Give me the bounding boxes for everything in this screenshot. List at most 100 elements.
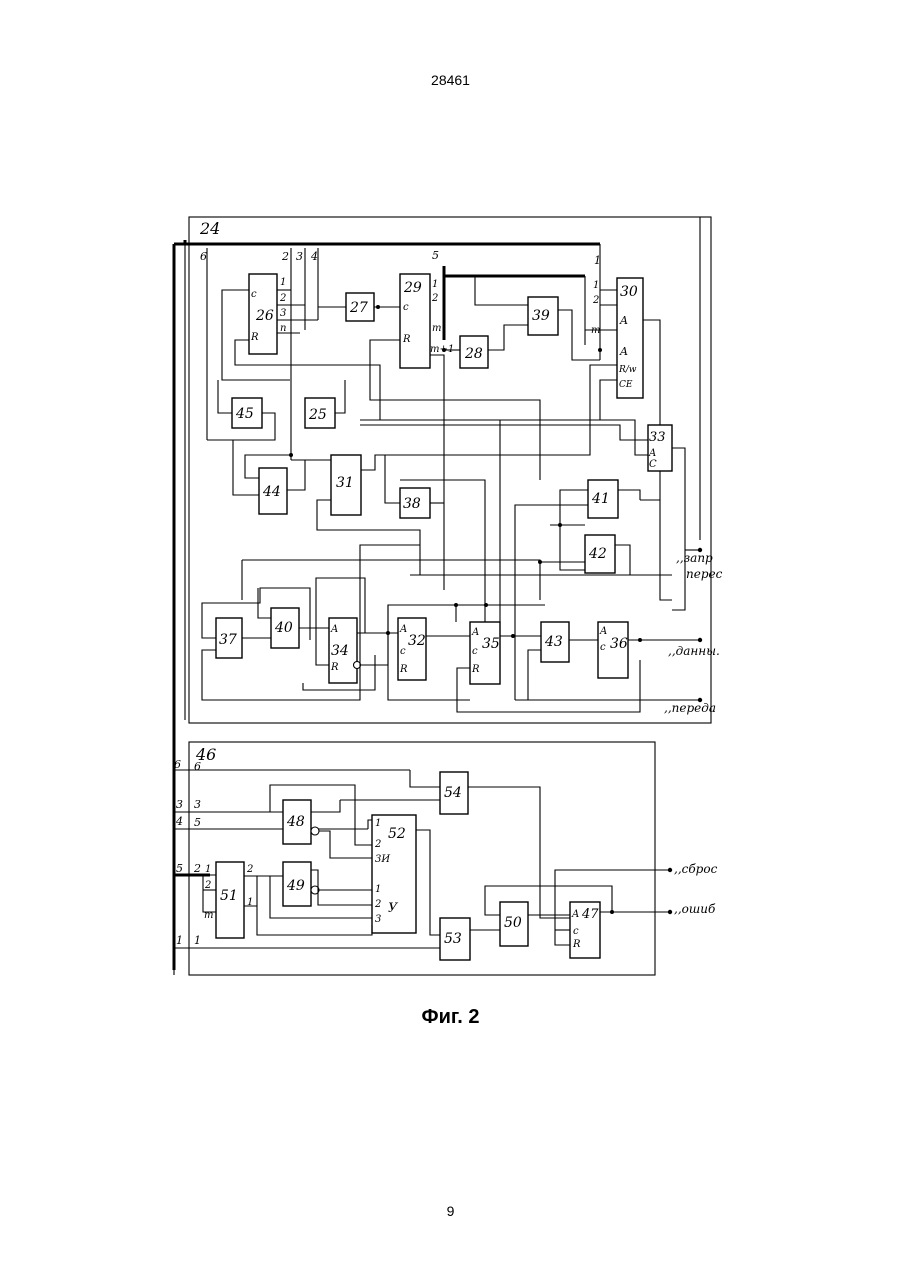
block-26-label: 26: [255, 308, 274, 324]
junction: [610, 910, 614, 914]
block-42-label: 42: [588, 546, 607, 562]
wire: [360, 425, 648, 440]
junction: [558, 523, 562, 527]
pin: c: [251, 289, 257, 300]
bus-pin: 3: [176, 798, 183, 811]
wire: [488, 325, 528, 350]
wire: [385, 455, 400, 503]
bus-pin: 5: [176, 862, 183, 875]
block-29-label: 29: [403, 280, 422, 296]
pin: A: [599, 626, 607, 637]
unit-pin: 2: [193, 862, 201, 875]
block-39-label: 39: [532, 308, 550, 324]
pin: У: [388, 901, 399, 916]
pin: 1: [375, 884, 381, 895]
figure-caption: Фиг. 2: [0, 1006, 901, 1029]
wire: [207, 440, 259, 495]
wire: [560, 490, 588, 570]
wire: [475, 276, 528, 305]
pin: 2: [204, 880, 211, 891]
pin: 1: [593, 280, 599, 291]
block-33-label: 33: [649, 430, 666, 445]
junction: [442, 348, 446, 352]
pin: m: [432, 323, 441, 334]
pin: 2: [374, 899, 381, 910]
block-48-label: 48: [286, 814, 305, 830]
junction: [454, 603, 458, 607]
pin: A: [619, 345, 628, 358]
pin: 2: [279, 293, 286, 304]
block-37-label: 37: [219, 632, 237, 648]
block-54-label: 54: [444, 785, 462, 801]
pin: A: [648, 448, 656, 459]
bus-label-5: 5: [432, 249, 439, 262]
pin: R: [250, 332, 259, 343]
wire: [370, 340, 540, 480]
pin: R: [330, 662, 339, 673]
signal-zapr: ,,запр: [676, 551, 713, 565]
bus-label-4: 4: [310, 250, 318, 263]
wire: [460, 365, 617, 455]
pin: A: [330, 624, 338, 635]
pin: A: [471, 627, 479, 638]
pin: A: [571, 909, 579, 920]
block-27-label: 27: [349, 300, 368, 316]
block-38-label: 38: [403, 496, 421, 512]
pin: 2: [374, 839, 381, 850]
bus-pin: 4: [175, 815, 183, 828]
bus-label-2: 2: [281, 250, 289, 263]
block-32-label: 32: [408, 633, 426, 649]
block-51-label: 51: [220, 888, 238, 904]
block-36-label: 36: [610, 636, 628, 652]
block-45-label: 45: [235, 406, 254, 422]
inverter-bubble: [311, 827, 319, 835]
pin: c: [400, 646, 406, 657]
pin: A: [619, 314, 628, 327]
pin: 3: [280, 308, 286, 319]
pin: 2: [246, 864, 253, 875]
wire: [615, 545, 672, 575]
wire: [660, 500, 672, 600]
pin: 1: [280, 277, 286, 288]
wire: [218, 380, 232, 413]
block-47-label: 47: [581, 907, 599, 922]
junction: [289, 453, 293, 457]
block-50-label: 50: [504, 915, 522, 931]
pin: 1: [375, 818, 381, 829]
pin: c: [472, 646, 478, 657]
unit-24-label: 24: [199, 219, 220, 238]
unit-pin: 6: [194, 760, 201, 773]
wire: [242, 560, 540, 600]
bus-label-3: 3: [296, 250, 303, 263]
signal-dannye: ,,данны.: [668, 644, 720, 658]
pin: C: [649, 459, 657, 470]
terminal-dot: [668, 868, 672, 872]
pin: 1: [432, 279, 438, 290]
block-28-label: 28: [464, 346, 483, 362]
bus-label-6: 6: [200, 250, 207, 263]
signal-oshib: ,,ошиб: [674, 902, 716, 916]
block-44-label: 44: [262, 484, 281, 500]
pin: R: [471, 664, 480, 675]
pin: R: [399, 664, 408, 675]
unit-pin: 3: [194, 798, 201, 811]
wire: [618, 490, 640, 500]
block-41-label: 41: [591, 491, 610, 507]
block-30-label: 30: [620, 284, 638, 300]
junction: [376, 305, 380, 309]
bus-pin: 6: [174, 758, 181, 771]
pin: n: [280, 323, 286, 334]
block-35-label: 35: [482, 636, 500, 652]
junction: [538, 560, 542, 564]
pin: c: [403, 302, 409, 313]
wire: [515, 505, 588, 700]
wire: [335, 380, 345, 413]
pin: c: [573, 926, 579, 937]
pin: CE: [619, 380, 633, 390]
junction: [484, 603, 488, 607]
wire: [244, 906, 372, 935]
block-40-label: 40: [274, 620, 293, 636]
pin: 2: [431, 293, 438, 304]
signal-sbros: ,,сброс: [674, 862, 718, 876]
pin: 2: [592, 295, 599, 306]
